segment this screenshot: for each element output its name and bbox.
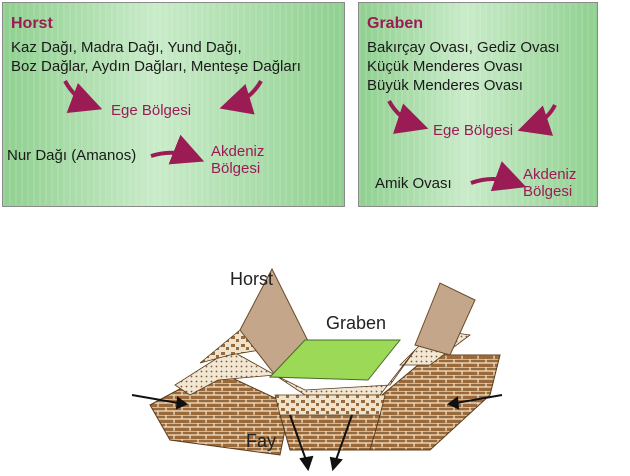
arrow-icon xyxy=(387,99,429,134)
graben-surface xyxy=(268,339,402,381)
graben-arrows xyxy=(387,99,557,192)
right-horst-top xyxy=(414,282,476,356)
graben-region-2b: Bölgesi xyxy=(523,183,573,200)
graben-line-2: Küçük Menderes Ovası xyxy=(367,58,523,75)
horst-line-1: Kaz Dağı, Madra Dağı, Yund Dağı, xyxy=(11,39,242,56)
horst-title: Horst xyxy=(11,15,53,32)
horst-region-2b: Bölgesi xyxy=(211,160,261,177)
arrow-icon xyxy=(150,134,205,165)
diagram-label-horst: Horst xyxy=(230,269,274,289)
arrow-icon xyxy=(470,161,527,192)
graben-title: Graben xyxy=(367,15,424,32)
diagram-label-fault: Fay xyxy=(246,431,277,451)
graben-source-2: Amik Ovası xyxy=(375,175,452,192)
fault-arrows xyxy=(131,394,503,472)
graben-line-1: Bakırçay Ovası, Gediz Ovası xyxy=(367,39,560,56)
arrow-icon xyxy=(219,79,263,115)
horst-region-2a: Akdeniz xyxy=(211,143,265,160)
horst-region-1: Ege Bölgesi xyxy=(111,102,192,119)
arrow-icon xyxy=(63,80,103,113)
graben-block-base xyxy=(279,414,381,451)
graben-line-3: Büyük Menderes Ovası xyxy=(367,77,523,94)
graben-panel: Graben Bakırçay Ovası, Gediz Ovası Küçük… xyxy=(358,2,598,207)
horst-graben-diagram: Horst Graben Fay xyxy=(130,255,510,472)
horst-source-2: Nur Dağı (Amanos) xyxy=(7,147,137,164)
diagram-label-graben: Graben xyxy=(326,313,387,333)
graben-region-2a: Akdeniz xyxy=(523,166,577,183)
horst-line-2: Boz Dağlar, Aydın Dağları, Menteşe Dağla… xyxy=(11,58,301,75)
horst-panel: Horst Kaz Dağı, Madra Dağı, Yund Dağı, B… xyxy=(2,2,345,207)
horst-arrows xyxy=(63,79,263,165)
arrow-icon xyxy=(517,104,557,136)
graben-block-mid xyxy=(274,394,386,416)
graben-region-1: Ege Bölgesi xyxy=(433,122,514,139)
